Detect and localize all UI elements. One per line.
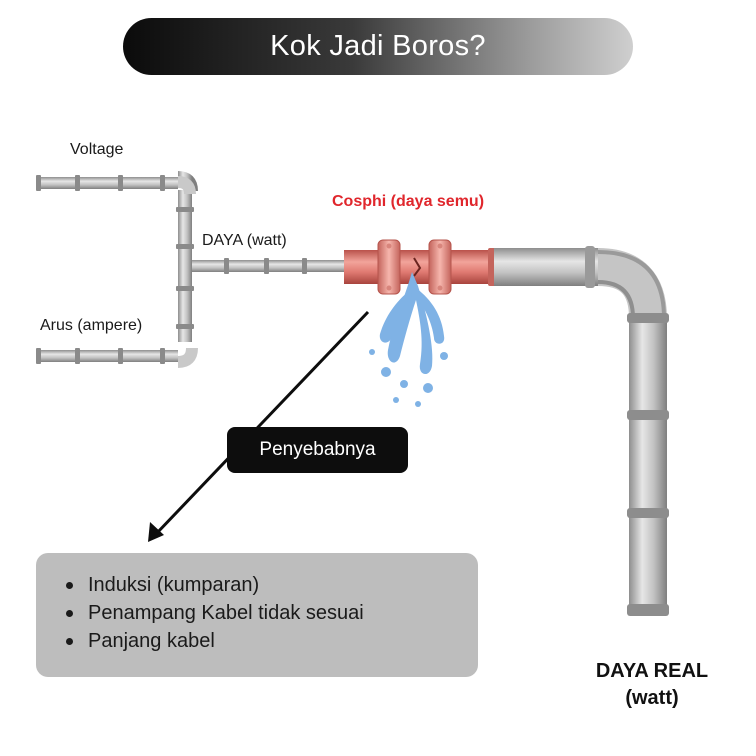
leaking-pipe (344, 239, 496, 295)
daya-pipe (192, 258, 346, 274)
cause-item: Induksi (kumparan) (66, 571, 478, 599)
causes-box: Induksi (kumparan) Penampang Kabel tidak… (36, 553, 478, 677)
cause-item: Penampang Kabel tidak sesuai (66, 599, 478, 627)
water-leak (369, 272, 448, 407)
cause-label: Penyebabnya (227, 427, 408, 473)
arus-label: Arus (ampere) (40, 317, 143, 334)
voltage-pipe (36, 171, 198, 192)
cause-arrow (148, 310, 370, 542)
junction-pipe (176, 176, 196, 342)
title-banner: Kok Jadi Boros? (123, 18, 633, 75)
daya-label: DAYA (watt) (202, 232, 287, 249)
daya-real-pipe (494, 246, 669, 616)
causes-list: Induksi (kumparan) Penampang Kabel tidak… (36, 553, 478, 655)
daya-real-label: DAYA REAL (watt) (595, 660, 709, 709)
arus-pipe (36, 347, 198, 368)
voltage-label: Voltage (70, 141, 124, 158)
cosphi-label: Cosphi (daya semu) (332, 193, 485, 210)
cause-item: Panjang kabel (66, 627, 478, 655)
